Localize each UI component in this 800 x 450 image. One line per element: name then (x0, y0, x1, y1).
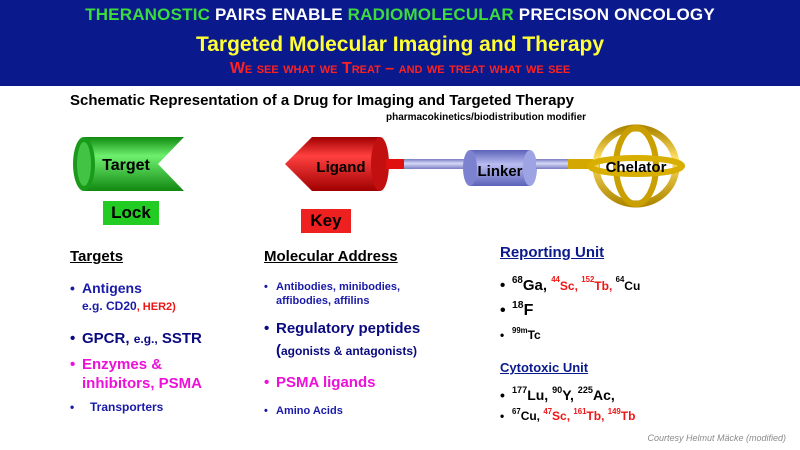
address-antibodies-2: affibodies, affilins (276, 295, 370, 307)
cytotoxic-header: Cytotoxic Unit (500, 360, 589, 375)
pk-modifier-label: pharmacokinetics/biodistribution modifie… (386, 112, 587, 123)
lu177-symbol: Lu, (527, 387, 553, 403)
sc44-symbol: Sc, (559, 279, 582, 293)
title-banner: THERANOSTIC PAIRS ENABLE RADIOMOLECULAR … (0, 0, 800, 86)
gpcr-eg: e.g., (133, 332, 158, 346)
cu64-mass: 64 (615, 275, 625, 284)
y90-mass: 90 (552, 385, 563, 395)
address-amino: •Amino Acids (264, 405, 343, 417)
banner-radiomolecular: RADIOMOLECULAR (347, 5, 514, 24)
chelator-connector (568, 159, 600, 169)
targets-gpcr: •GPCR, e.g., SSTR (70, 330, 202, 347)
address-peptides: •Regulatory peptides (264, 320, 421, 337)
gpcr-text: GPCR, (82, 330, 134, 347)
credit-footer: Courtesy Helmut Mäcke (modified) (647, 433, 786, 443)
banner-line-2: Targeted Molecular Imaging and Therapy (195, 33, 605, 56)
key-label: Key (301, 209, 351, 233)
units-column: Reporting Unit •68Ga, 44Sc, 152Tb, 64Cu … (500, 244, 790, 434)
address-peptides-sub: (agonists & antagonists) (276, 342, 417, 359)
banner-line-3: We see what we Treat – and we treat what… (229, 60, 571, 77)
tb152-symbol: Tb, (594, 279, 616, 293)
f18-symbol: F (523, 302, 534, 319)
antibodies-line-2: affibodies, affilins (276, 295, 370, 307)
lock-label: Lock (103, 201, 159, 225)
tb149-symbol: Tb (620, 409, 636, 423)
cu64-symbol: Cu (624, 279, 641, 293)
tc99m-symbol: Tc (527, 328, 541, 342)
reporting-row-3: •99mTc (500, 326, 541, 342)
sc47-mass: 47 (543, 407, 553, 416)
banner-pairs-enable: PAIRS ENABLE (210, 5, 348, 24)
ligand-connector (386, 159, 406, 169)
reporting-header: Reporting Unit (500, 244, 605, 261)
ligand-label: Ligand (316, 159, 365, 176)
targets-enzymes-2: inhibitors, PSMA (82, 375, 202, 392)
transporters-text: Transporters (90, 400, 164, 414)
tb161-mass: 161 (573, 407, 587, 416)
cytotoxic-row-2: •67Cu, 47Sc, 161Tb, 149Tb (500, 407, 636, 423)
targets-transporters: •Transporters (70, 400, 164, 414)
peptides-sub: agonists & antagonists) (281, 344, 418, 358)
psma-ligands-text: PSMA ligands (276, 374, 376, 391)
target-label: Target (102, 157, 150, 174)
chelator-label: Chelator (606, 159, 667, 176)
ac225-symbol: Ac, (592, 387, 615, 403)
sc44-mass: 44 (551, 275, 560, 284)
banner-theranostic: THERANOSTIC (85, 5, 211, 24)
address-psma: •PSMA ligands (264, 374, 376, 391)
tb161-symbol: Tb, (586, 409, 608, 423)
address-header: Molecular Address (264, 248, 398, 265)
enzymes-line-1: Enzymes & (82, 356, 163, 373)
linker-rod-left (404, 159, 470, 169)
targets-header: Targets (70, 248, 124, 265)
address-column: Molecular Address •Antibodies, minibodie… (264, 248, 474, 428)
targets-antigens: •Antigens (70, 280, 142, 296)
banner-line-1: THERANOSTIC PAIRS ENABLE RADIOMOLECULAR … (0, 5, 800, 25)
target-shape (73, 137, 184, 191)
antigens-eg-her2: , HER2) (136, 301, 176, 313)
enzymes-line-2: inhibitors, PSMA (82, 375, 202, 392)
drug-schematic: Target Ligand Linker Chelator (73, 124, 685, 208)
reporting-row-1: •68Ga, 44Sc, 152Tb, 64Cu (500, 275, 641, 294)
f18-mass: 18 (512, 300, 524, 311)
cu67-mass: 67 (512, 407, 521, 416)
banner-precision-oncology: PRECISON ONCOLOGY (513, 5, 715, 24)
peptides-text: Regulatory peptides (276, 320, 421, 337)
tb149-mass: 149 (607, 407, 621, 416)
reporting-row-2: •18F (500, 300, 534, 319)
peptides-paren: ( (276, 342, 281, 359)
ligand-shape (285, 137, 389, 191)
linker-rod-right (536, 159, 570, 169)
antigens-eg-cd20: e.g. CD20 (82, 299, 137, 313)
amino-acids-text: Amino Acids (276, 405, 343, 417)
linker-label: Linker (477, 163, 522, 180)
antibodies-line-1: Antibodies, minibodies, (276, 281, 401, 293)
ga-symbol: Ga, (522, 277, 552, 294)
ac225-mass: 225 (577, 385, 593, 395)
linker-shape (463, 150, 537, 186)
antigens-text: Antigens (82, 280, 142, 296)
chelator-cage (587, 124, 685, 208)
targets-antigens-example: e.g. CD20, HER2) (82, 299, 176, 313)
targets-enzymes: •Enzymes & (70, 356, 163, 373)
tb152-mass: 152 (581, 275, 595, 284)
sc47-symbol: Sc, (552, 409, 574, 423)
lu177-mass: 177 (512, 385, 528, 395)
gpcr-sstr: SSTR (157, 330, 202, 347)
y90-symbol: Y, (562, 387, 578, 403)
cu67-symbol: Cu, (520, 409, 544, 423)
ga-mass: 68 (512, 275, 523, 286)
cytotoxic-row-1: •177Lu, 90Y, 225Ac, (500, 385, 615, 403)
targets-column: Targets •Antigens e.g. CD20, HER2) •GPCR… (70, 248, 250, 428)
diagram-subtitle: Schematic Representation of a Drug for I… (70, 92, 574, 109)
tc99m-mass: 99m (512, 326, 528, 335)
address-antibodies: •Antibodies, minibodies, (264, 281, 401, 293)
